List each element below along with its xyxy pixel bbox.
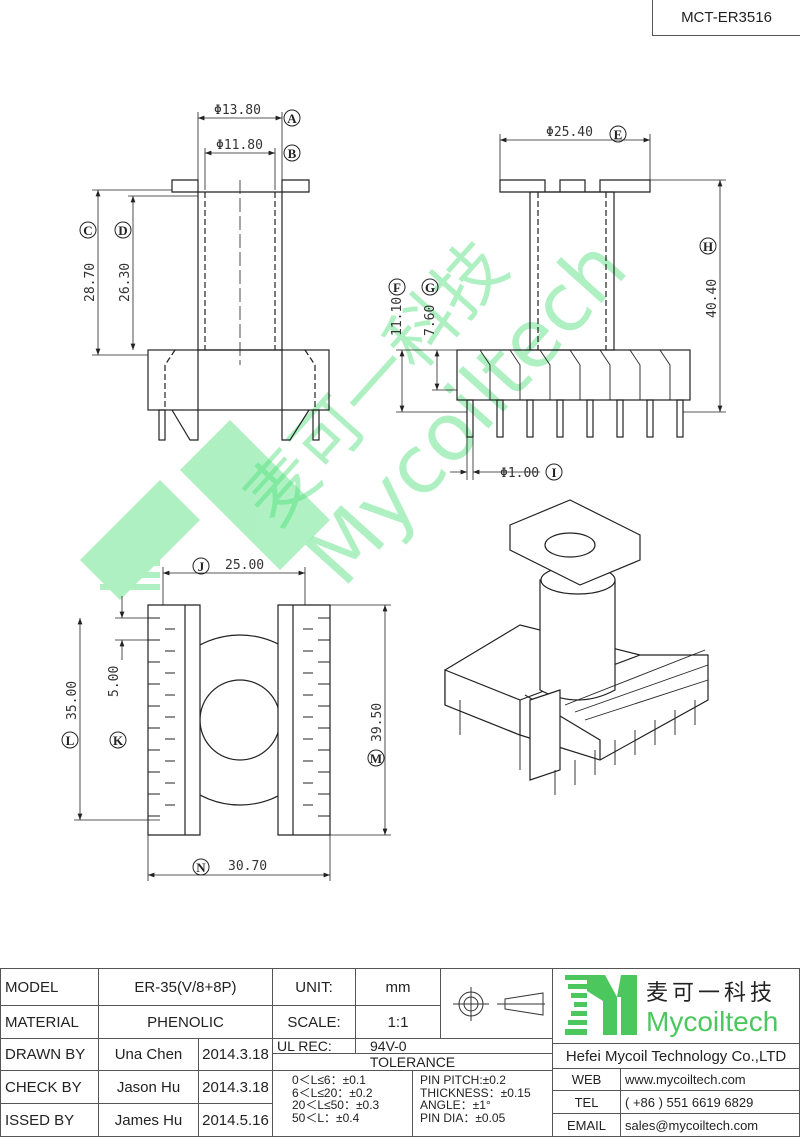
tolerance-line: PIN DIA：±0.05 <box>420 1110 506 1125</box>
issued-by-name: James Hu <box>98 1103 199 1137</box>
material-value: PHENOLIC <box>98 1005 273 1039</box>
dim-a-value: Φ13.80 <box>214 103 261 118</box>
ul-rec-label: UL REC: <box>272 1038 356 1054</box>
dim-e-label: E <box>614 127 623 142</box>
dim-a-label: A <box>287 111 297 126</box>
ul-rec-value: 94V-0 <box>355 1038 553 1054</box>
front-view <box>147 179 330 441</box>
issued-by-label: ISSED BY <box>0 1103 99 1137</box>
dimension-labels: Φ13.80 A Φ11.80 B C 28.70 D 26.30 Φ25.40… <box>61 103 720 876</box>
dim-k-label: K <box>113 733 124 748</box>
tolerance-line: 50＜L：±0.4 <box>292 1110 360 1125</box>
dim-l-value: 35.00 <box>65 681 80 720</box>
dim-j-value: 25.00 <box>225 558 264 573</box>
drawn-by-label: DRAWN BY <box>0 1038 99 1071</box>
tel-value: ( +86 ) 551 6619 6829 <box>620 1090 800 1114</box>
dim-n-label: N <box>196 860 206 875</box>
tolerance-line: THICKNESS：±0.15 <box>420 1085 531 1100</box>
check-by-name: Jason Hu <box>98 1070 199 1104</box>
dim-e-value: Φ25.40 <box>546 125 593 140</box>
side-view <box>456 179 691 438</box>
dim-c-label: C <box>83 223 92 238</box>
logo-cn: 麦可一科技 <box>646 981 777 1006</box>
unit-label: UNIT: <box>272 968 356 1006</box>
email-link[interactable]: sales@mycoiltech.com <box>620 1113 800 1137</box>
check-by-label: CHECK BY <box>0 1070 99 1104</box>
dim-h-value: 40.40 <box>705 279 720 318</box>
material-label: MATERIAL <box>0 1005 99 1039</box>
isometric-view <box>444 499 709 795</box>
dim-m-value: 39.50 <box>370 703 385 742</box>
check-date: 2014.3.18 <box>198 1070 273 1104</box>
dim-h-label: H <box>703 239 713 254</box>
dim-k-value: 5.00 <box>107 666 122 697</box>
tolerance-heading: TOLERANCE <box>272 1053 553 1071</box>
tolerance-line: 0＜L≤6：±0.1 <box>292 1073 366 1087</box>
tel-label: TEL <box>552 1090 621 1114</box>
drawing-number: MCT-ER3516 <box>652 0 800 36</box>
watermark-logo <box>80 420 330 600</box>
tolerance-line: 20＜L≤50：±0.3 <box>292 1098 380 1112</box>
dim-j-label: J <box>198 559 205 574</box>
tolerance-line: PIN PITCH:±0.2 <box>420 1073 506 1087</box>
dim-l-label: L <box>66 733 75 748</box>
web-link[interactable]: www.mycoiltech.com <box>620 1068 800 1091</box>
dim-g-value: 7.60 <box>423 305 438 336</box>
drawn-date: 2014.3.18 <box>198 1038 273 1071</box>
logo-en: Mycoiltech <box>646 1006 779 1037</box>
scale-value: 1:1 <box>355 1005 441 1039</box>
dim-c-value: 28.70 <box>83 263 98 302</box>
company-name: Hefei Mycoil Technology Co.,LTD <box>552 1043 800 1069</box>
company-logo: 麦可一科技 Mycoiltech <box>552 968 800 1044</box>
dim-f-value: 11.10 <box>390 297 405 336</box>
dim-d-value: 26.30 <box>118 263 133 302</box>
dim-b-label: B <box>288 146 297 161</box>
dim-i-value: Φ1.00 <box>500 466 539 481</box>
dim-g-label: G <box>425 280 435 295</box>
model-label: MODEL <box>0 968 99 1006</box>
web-label: WEB <box>552 1068 621 1091</box>
dim-m-label: M <box>370 751 382 766</box>
logo-mark-icon <box>565 975 637 1035</box>
email-label: EMAIL <box>552 1113 621 1137</box>
dim-b-value: Φ11.80 <box>216 138 263 153</box>
bottom-view <box>147 604 331 836</box>
dim-n-value: 30.70 <box>228 859 267 874</box>
scale-label: SCALE: <box>272 1005 356 1039</box>
model-value: ER-35(V/8+8P) <box>98 968 273 1006</box>
dim-f-label: F <box>393 280 401 295</box>
dim-i-label: I <box>551 465 556 480</box>
unit-value: mm <box>355 968 441 1006</box>
issued-date: 2014.5.16 <box>198 1103 273 1137</box>
dim-d-label: D <box>118 223 127 238</box>
tolerance-line: ANGLE：±1° <box>420 1098 491 1112</box>
drawn-by-name: Una Chen <box>98 1038 199 1071</box>
projection-symbol-icon <box>440 968 553 1039</box>
tolerance-line: 6＜L≤20：±0.2 <box>292 1085 373 1100</box>
drawing-views: 麦可一科技 Mycoiltech <box>61 103 726 881</box>
